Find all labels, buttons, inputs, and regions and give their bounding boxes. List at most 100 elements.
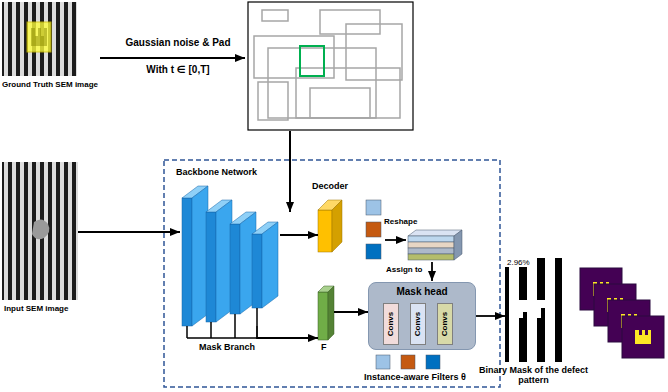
instance-filter-squares xyxy=(426,355,440,369)
reshaped-stack xyxy=(408,248,454,254)
input-image xyxy=(2,162,78,300)
backbone-layers xyxy=(216,200,232,322)
feature-block xyxy=(328,286,334,340)
binary-mask-image xyxy=(505,258,562,362)
binary-mask-image xyxy=(545,258,555,362)
backbone-layers xyxy=(182,186,278,326)
decoder-block xyxy=(318,200,342,252)
backbone-layers xyxy=(206,212,216,322)
noisy-box-panel xyxy=(268,48,376,118)
network-frame xyxy=(164,160,500,387)
decoder-output-squares xyxy=(366,200,381,259)
node-label: Decoder xyxy=(288,181,372,191)
noisy-box-panel xyxy=(248,2,413,130)
edge-label: Mask Branch xyxy=(198,342,256,352)
conv-label: Convs xyxy=(413,312,422,336)
mask-branch-wires xyxy=(186,326,188,338)
noise-arrow xyxy=(100,58,245,59)
node-label: 2.96% xyxy=(505,258,532,267)
noise-down-arrow xyxy=(289,131,291,212)
noisy-box-panel xyxy=(258,82,288,120)
decoder-block xyxy=(332,200,342,252)
decoder-output-squares xyxy=(366,244,381,259)
node-label: Backbone Network xyxy=(176,167,257,177)
instance-filter-squares xyxy=(401,355,415,369)
noisy-box-panel xyxy=(248,2,413,130)
assign-arrow xyxy=(432,262,433,281)
ground-truth-image xyxy=(27,22,51,52)
connector-arrow xyxy=(78,231,180,233)
reshaped-stack xyxy=(408,254,454,260)
noise-arrow xyxy=(100,57,245,59)
conv-label: Convs xyxy=(386,312,395,336)
conv-block: Convs xyxy=(383,303,399,345)
operation-label: With t ∈ [0,T] xyxy=(118,64,238,76)
node-label: Ground Truth SEM image xyxy=(2,80,98,89)
feature-block: F xyxy=(318,284,334,340)
noisy-box-panel xyxy=(262,10,288,21)
decoder-output-squares xyxy=(366,222,381,237)
reshape-arrow xyxy=(385,240,406,241)
node-label: Input SEM image xyxy=(4,304,68,313)
mask-branch-wires xyxy=(210,322,212,338)
mask-branch-wires xyxy=(187,337,257,339)
input-image xyxy=(32,219,49,239)
ground-truth-image xyxy=(2,2,77,76)
backbone-layers xyxy=(252,234,262,308)
operation-label: Reshape xyxy=(384,217,417,226)
decoder-block xyxy=(318,210,332,252)
binary-mask-image xyxy=(509,258,519,362)
reshaped-stack xyxy=(454,230,462,260)
backbone-layers xyxy=(192,186,208,326)
noise-down-arrow xyxy=(290,131,291,212)
conv-block: Convs xyxy=(437,303,453,345)
reshape-arrow xyxy=(385,239,406,241)
feature-block xyxy=(318,292,328,340)
binary-mask-image xyxy=(519,300,545,318)
instance-mask-stack xyxy=(622,316,664,358)
mask-branch-wires xyxy=(256,308,258,326)
backbone-network: Backbone Network xyxy=(180,184,280,326)
feature-block xyxy=(318,286,334,340)
input-image: Input SEM image xyxy=(2,162,78,300)
noisy-box-panel xyxy=(310,88,370,118)
backbone-layers xyxy=(182,198,192,326)
ground-truth-image xyxy=(2,2,77,76)
noisy-box-panel xyxy=(320,10,380,34)
node-label: Binary Mask of the defect pattern xyxy=(478,365,589,386)
connector-arrow xyxy=(280,234,318,236)
mask-branch-wires xyxy=(187,308,257,338)
ground-truth-image: Ground Truth SEM image xyxy=(2,2,77,76)
connector-arrow xyxy=(334,311,368,313)
mask-head: Mask headConvs Convs Convs xyxy=(368,282,476,350)
binary-mask: 2.96%Binary Mask of the defect pattern xyxy=(505,258,562,362)
backbone-layers xyxy=(230,224,240,314)
instance-filter-squares xyxy=(376,355,390,369)
backbone-layers xyxy=(262,222,278,308)
noisy-box-panel xyxy=(254,10,402,120)
ground-truth-image xyxy=(31,28,47,46)
mask-branch-wires xyxy=(234,314,236,338)
noisy-box-panel xyxy=(346,24,402,80)
node-label: Mask head xyxy=(369,283,475,298)
instance-mask-stack xyxy=(580,268,664,358)
noisy-box-panel xyxy=(254,36,334,78)
reshaped-stack xyxy=(408,230,462,236)
conv-label: Convs xyxy=(440,312,449,336)
decoder-output-squares xyxy=(366,200,381,215)
noisy-box-panel xyxy=(300,46,324,76)
instance-mask-stack xyxy=(635,330,651,344)
operation-label: Assign to xyxy=(386,265,422,274)
reshaped-stack xyxy=(408,242,454,248)
decoder-block: Decoder xyxy=(318,198,342,252)
reshaped-stack xyxy=(408,236,454,242)
conv-block: Convs xyxy=(410,303,426,345)
assign-arrow xyxy=(431,262,433,281)
binary-mask-image xyxy=(505,258,562,362)
input-image xyxy=(2,162,78,300)
reshaped-stack xyxy=(408,230,462,260)
